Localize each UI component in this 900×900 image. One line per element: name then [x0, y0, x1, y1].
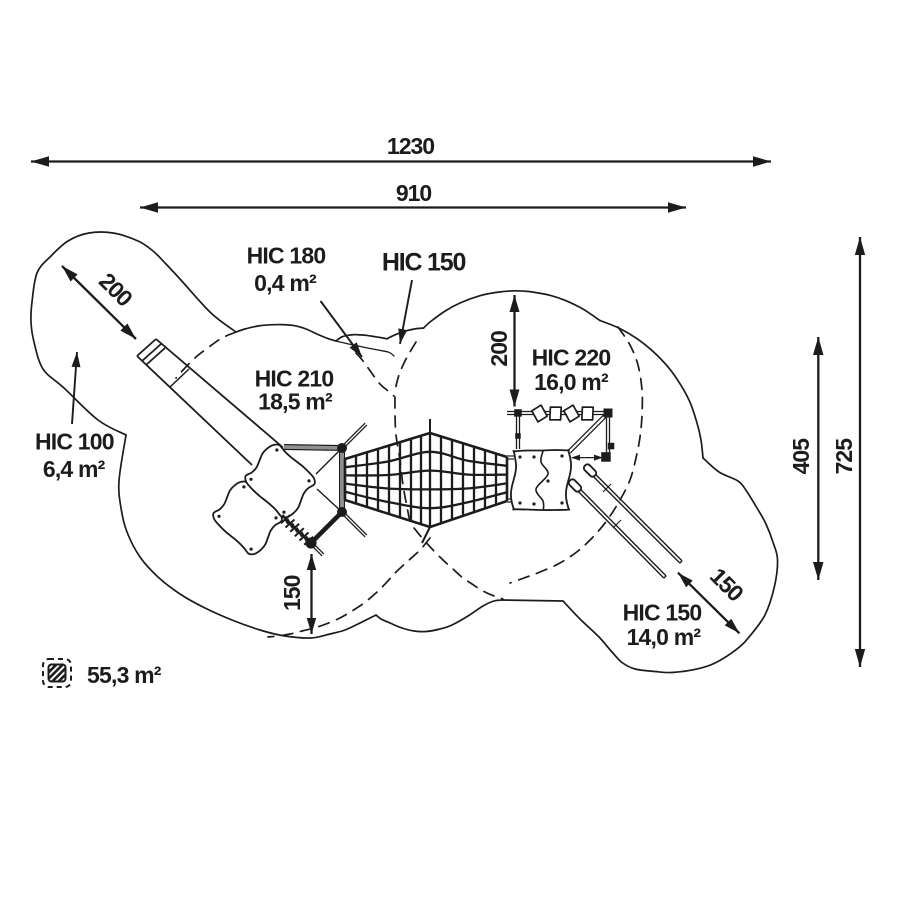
svg-text:910: 910: [396, 180, 432, 206]
svg-text:150: 150: [279, 575, 305, 611]
svg-text:16,0 m²: 16,0 m²: [534, 369, 609, 395]
svg-text:HIC 150: HIC 150: [623, 600, 702, 626]
svg-text:1230: 1230: [387, 133, 434, 159]
svg-text:200: 200: [486, 331, 512, 367]
svg-text:405: 405: [788, 438, 814, 475]
svg-text:18,5 m²: 18,5 m²: [258, 389, 333, 415]
svg-text:HIC 150: HIC 150: [382, 249, 466, 277]
svg-text:14,0 m²: 14,0 m²: [627, 624, 702, 650]
svg-text:55,3 m²: 55,3 m²: [87, 662, 162, 688]
svg-text:6,4 m²: 6,4 m²: [43, 456, 106, 482]
svg-text:HIC 210: HIC 210: [255, 366, 334, 392]
svg-text:HIC 180: HIC 180: [247, 243, 326, 269]
svg-text:725: 725: [831, 438, 857, 475]
svg-text:HIC 100: HIC 100: [35, 429, 114, 455]
svg-text:HIC 220: HIC 220: [532, 345, 611, 371]
svg-text:0,4 m²: 0,4 m²: [254, 270, 317, 296]
